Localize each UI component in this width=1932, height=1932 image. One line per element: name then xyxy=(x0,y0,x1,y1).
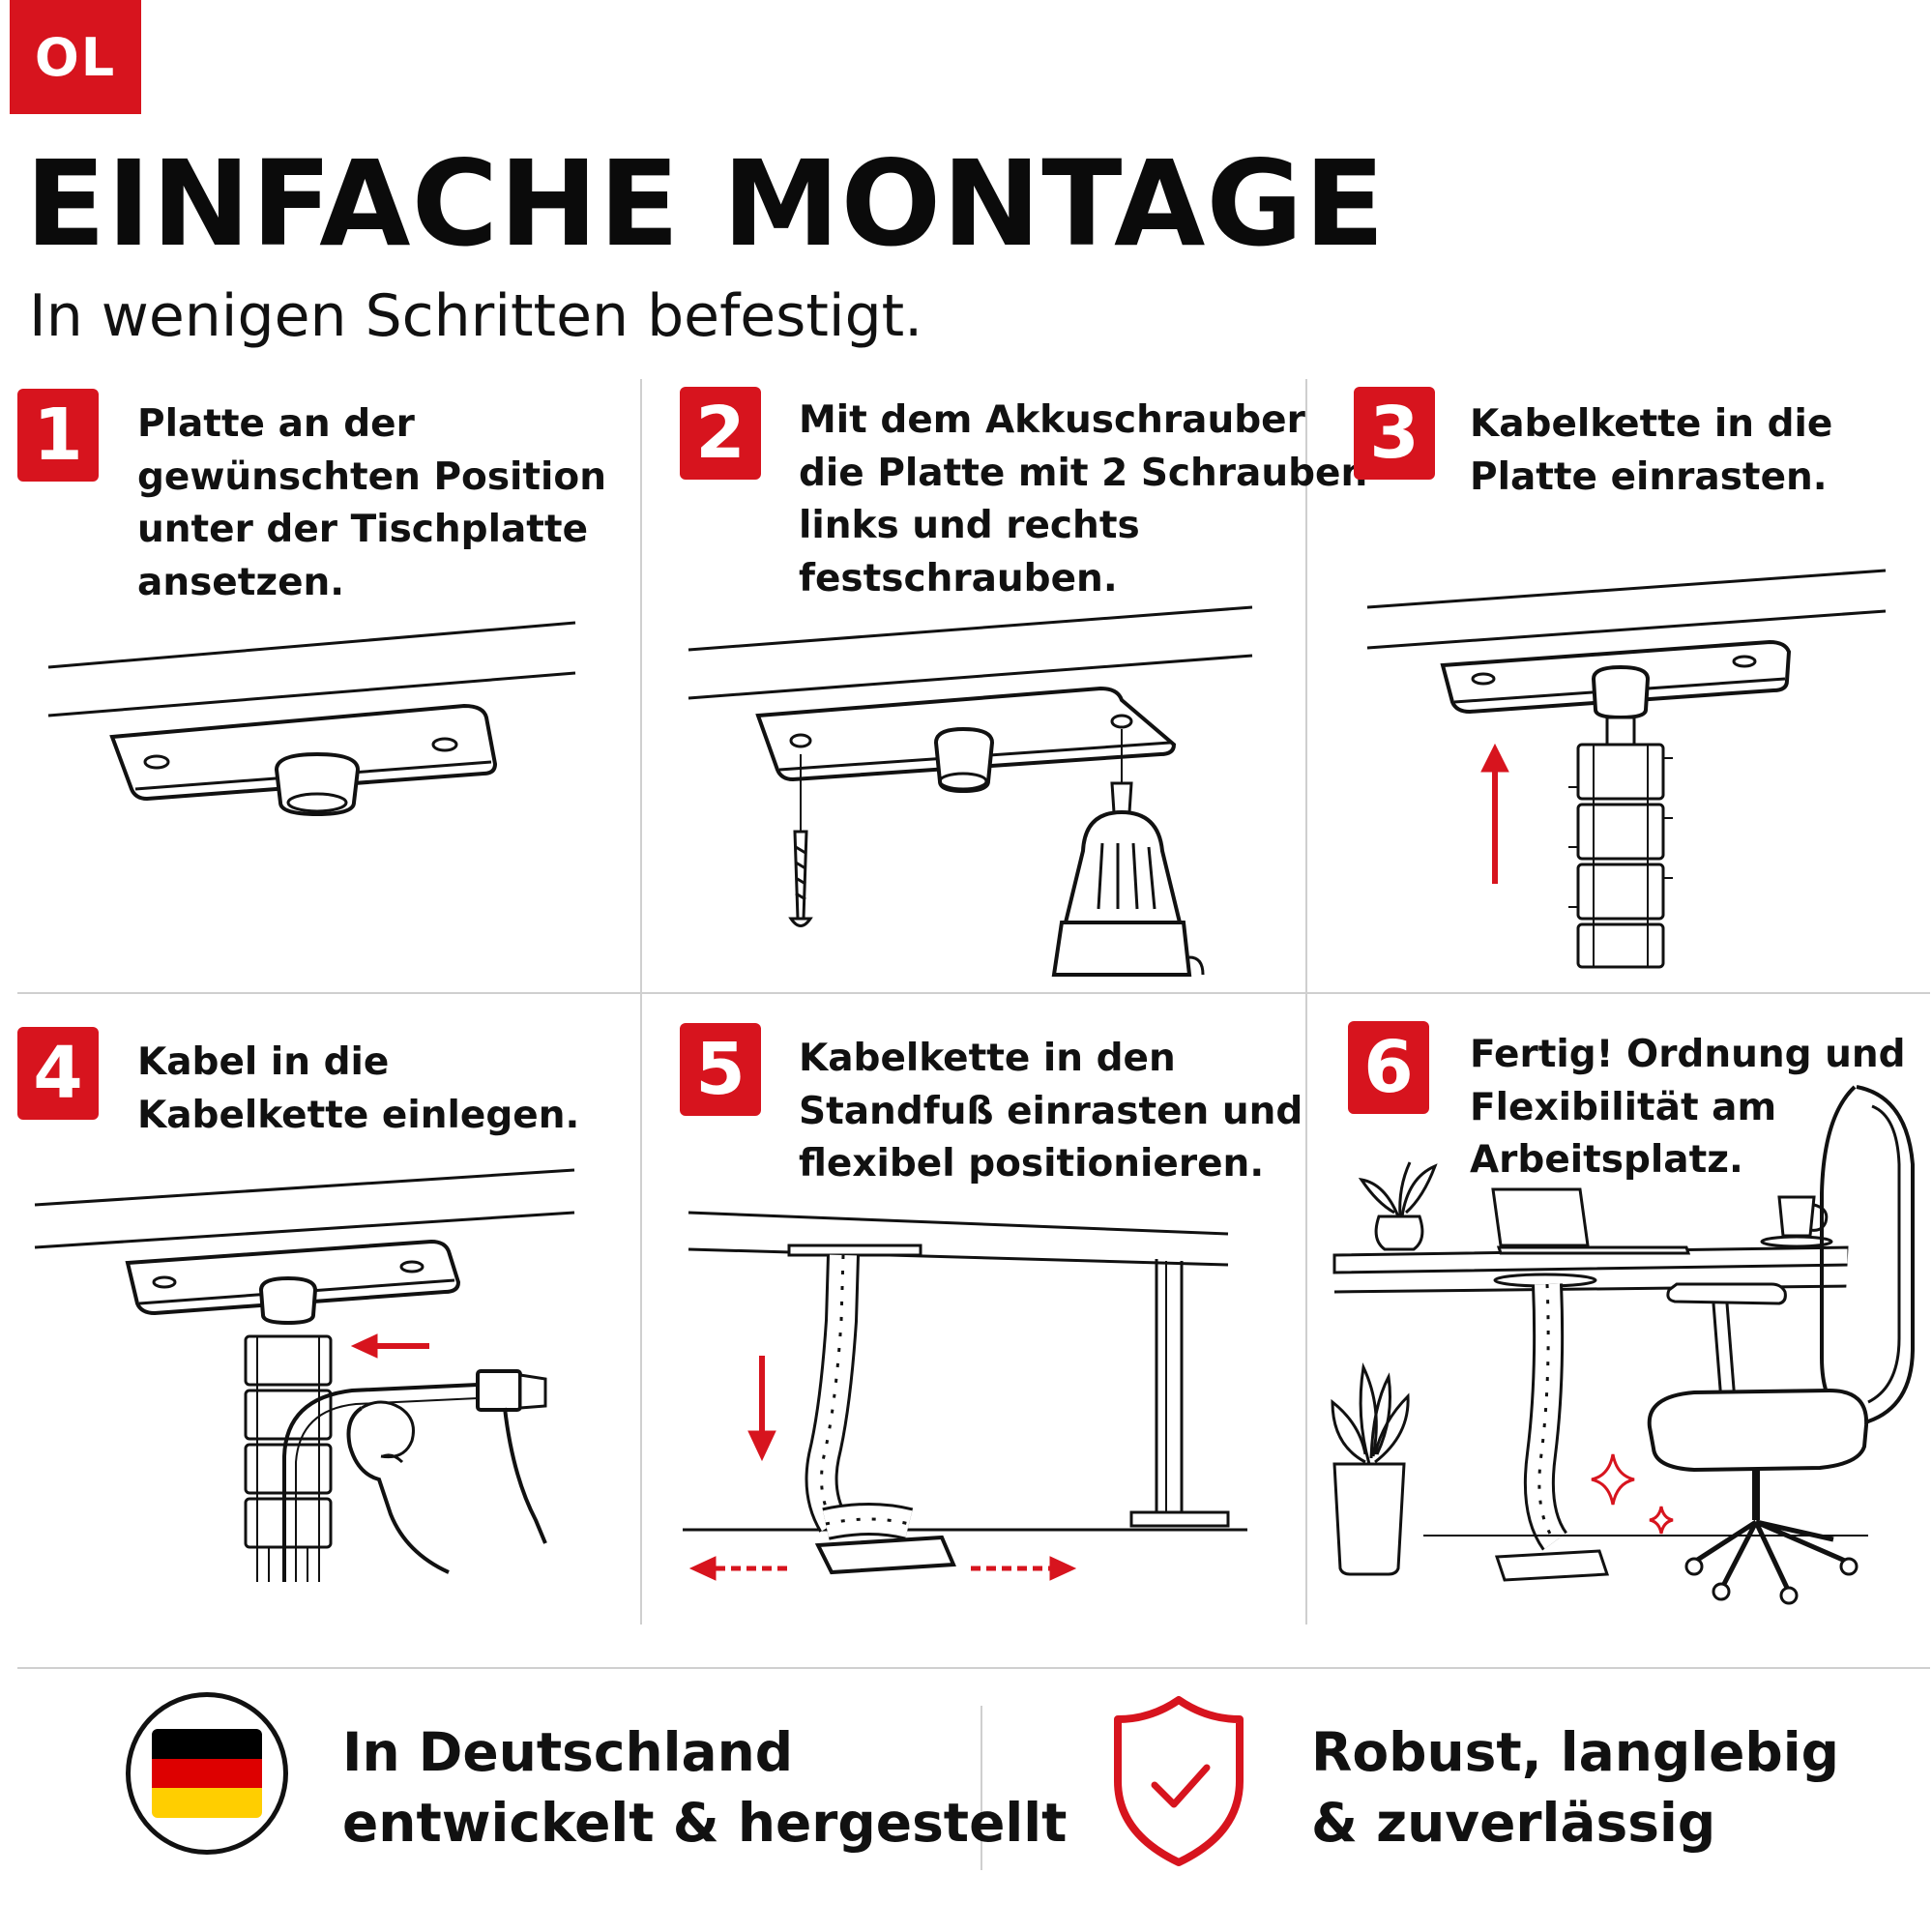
step-3-text: Kabelkette in die Platte einrasten. xyxy=(1470,402,1833,499)
grid-divider xyxy=(1305,379,1307,1625)
page-title: EINFACHE MONTAGE xyxy=(25,135,1386,273)
chain-base-illustration xyxy=(681,1205,1261,1601)
screwing-plate-illustration xyxy=(687,600,1267,977)
step-6-number: 6 xyxy=(1348,1021,1429,1114)
mounting-plate-illustration xyxy=(39,609,590,841)
cable-insert-illustration xyxy=(33,1166,613,1592)
germany-flag xyxy=(152,1729,262,1818)
shield-check-icon xyxy=(1106,1692,1251,1870)
feature-made-in-germany: In Deutschland entwickelt & hergestellt xyxy=(342,1721,1068,1854)
chain-snap-illustration xyxy=(1363,565,1915,971)
feature-robust: Robust, langlebig & zuverlässig xyxy=(1311,1721,1839,1854)
step-1-text: Platte an der gewünschten Position unter… xyxy=(137,402,606,604)
step-1-number: 1 xyxy=(17,389,99,482)
step-2-text: Mit dem Akkuschrauber die Platte mit 2 S… xyxy=(799,398,1368,600)
section-divider xyxy=(17,1667,1930,1669)
step-2-number: 2 xyxy=(680,387,761,480)
workplace-illustration xyxy=(1327,1058,1922,1628)
step-6-text: Fertig! Ordnung und Flexibilität am Arbe… xyxy=(1470,1033,1906,1183)
germany-flag-icon xyxy=(126,1692,288,1855)
step-5-number: 5 xyxy=(680,1023,761,1116)
step-5-text: Kabelkette in den Standfuß einrasten und… xyxy=(799,1037,1303,1186)
feature-divider xyxy=(981,1706,982,1870)
step-4-text: Kabel in die Kabelkette einlegen. xyxy=(137,1040,580,1137)
brand-logo: OL xyxy=(10,0,141,114)
grid-divider xyxy=(640,379,642,1625)
grid-divider xyxy=(17,992,1930,994)
step-4-number: 4 xyxy=(17,1027,99,1120)
step-3-number: 3 xyxy=(1354,387,1435,480)
page-subtitle: In wenigen Schritten befestigt. xyxy=(29,282,923,350)
